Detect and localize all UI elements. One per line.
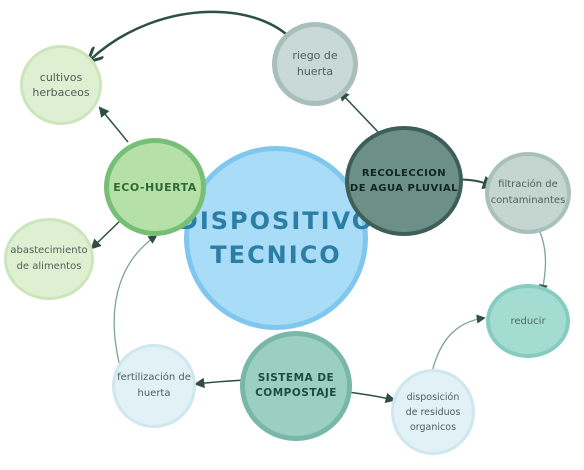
node-label: fertilización de huerta [117, 372, 191, 399]
node-label: riego de huerta [292, 49, 338, 78]
node-filtracion-contaminantes: filtración de contaminantes [485, 152, 571, 234]
node-reducir: reducir [486, 284, 570, 358]
connector-compostaje-to-fertilizacion [193, 377, 247, 389]
node-label: abastecimiento de alimentos [10, 245, 88, 272]
node-label: ECO-HUERTA [113, 180, 197, 194]
node-label: DISPOSITIVO TECNICO [177, 207, 375, 269]
node-sistema-compostaje: SISTEMA DE COMPOSTAJE [240, 331, 352, 441]
node-fertilizacion-huerta: fertilización de huerta [112, 344, 196, 428]
node-label: cultivos herbaceos [32, 71, 90, 99]
node-disposicion-residuos: disposición de residuos organicos [391, 369, 475, 455]
node-label: filtración de contaminantes [490, 179, 566, 206]
node-cultivos-herbaceos: cultivos herbaceos [20, 45, 102, 125]
node-abastecimiento-alimentos: abastecimiento de alimentos [4, 218, 94, 300]
connector-disposicion-to-reducir [431, 314, 486, 373]
node-recoleccion-agua-pluvial: RECOLECCION DE AGUA PLUVIAL [345, 126, 463, 236]
connector-filtracion-to-reducir [538, 231, 548, 294]
node-label: RECOLECCION DE AGUA PLUVIAL [349, 168, 459, 194]
node-riego-huerta: riego de huerta [272, 22, 358, 106]
connector-compostaje-to-disposicion [347, 391, 397, 404]
node-dispositivo-tecnico: DISPOSITIVO TECNICO [178, 146, 372, 330]
connector-ecohuerta-to-cultivos [98, 106, 129, 143]
connector-riego-to-cultivos [90, 10, 302, 60]
node-label: reducir [510, 315, 546, 327]
node-eco-huerta: ECO-HUERTA [104, 138, 206, 236]
node-label: SISTEMA DE COMPOSTAJE [255, 372, 337, 399]
connector-fertilizacion-to-ecohuerta [113, 234, 158, 375]
node-label: disposición de residuos organicos [405, 391, 461, 433]
connector-recoleccion-to-riego [338, 90, 381, 135]
